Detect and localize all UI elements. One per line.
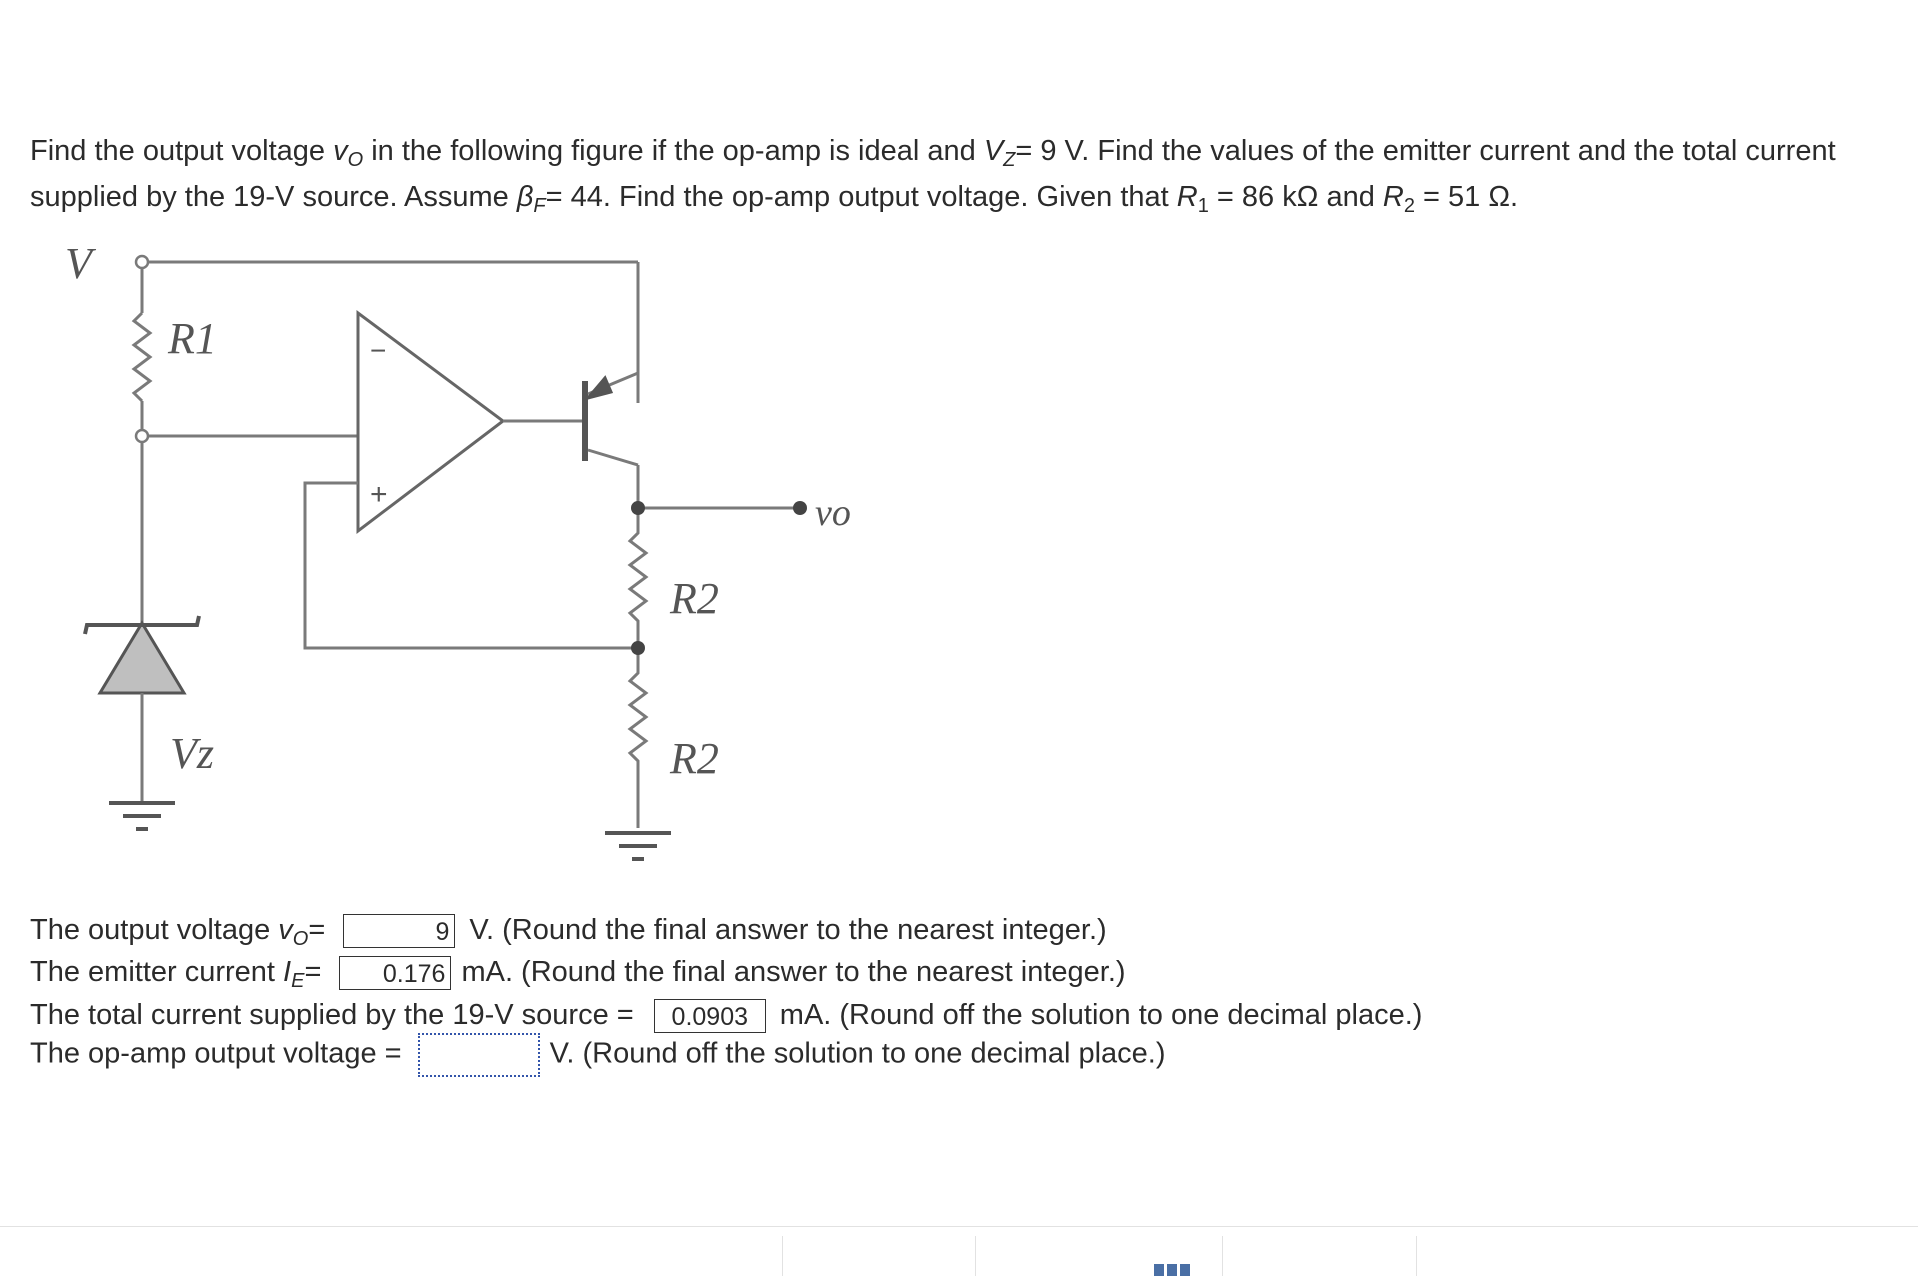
symbol-R: R: [1176, 181, 1198, 213]
label-r2-lower: R2: [669, 734, 719, 783]
circuit-diagram: V R1 R2 R2 Vz vo − +: [65, 239, 851, 861]
answer-instruction: mA. (Round off the solution to one decim…: [779, 999, 1423, 1031]
node-r2: [631, 641, 645, 655]
subscript-e: E: [291, 970, 305, 992]
subscript-z: Z: [1003, 149, 1016, 171]
resistor-r2-upper: [627, 508, 649, 648]
label-v: V: [65, 239, 97, 288]
divider: [782, 1236, 783, 1276]
subscript-f: F: [533, 195, 546, 217]
answer-instruction: mA. (Round the final answer to the neare…: [461, 956, 1126, 988]
equals-sign: =: [304, 956, 322, 988]
symbol-v: v: [278, 914, 293, 946]
answer-instruction: V. (Round off the solution to one decima…: [549, 1037, 1166, 1070]
footer-divider: [0, 1226, 1918, 1227]
label-plus: +: [370, 478, 388, 511]
problem-text: = 86 kΩ and: [1208, 181, 1383, 213]
answer-row-emitter-current: The emitter current IE= 0.176 mA. (Round …: [30, 952, 1126, 992]
wire-feedback: [303, 481, 638, 650]
answer-label: The total current supplied by the 19-V s…: [30, 999, 634, 1031]
grid-icon[interactable]: [1154, 1264, 1190, 1276]
transistor-emitter: [587, 448, 639, 467]
divider: [1222, 1236, 1223, 1276]
problem-text: = 51 Ω.: [1414, 181, 1519, 213]
symbol-V: V: [983, 135, 1004, 167]
subscript-o: O: [347, 149, 364, 171]
subscript-1: 1: [1197, 195, 1209, 217]
answer-row-total-current: The total current supplied by the 19-V s…: [30, 995, 1422, 1035]
symbol-v: v: [333, 135, 348, 167]
ground-symbol: [109, 801, 175, 831]
emitter-current-input[interactable]: 0.176: [339, 956, 452, 991]
opamp-voltage-input[interactable]: [417, 1033, 540, 1077]
label-r1: R1: [167, 314, 217, 363]
answer-label: The output voltage: [30, 914, 279, 946]
zener-diode: [97, 620, 187, 695]
node-emitter: [631, 501, 645, 515]
problem-text: = 9 V. Find the values of the emitter cu…: [30, 135, 1836, 213]
problem-text: = 44. Find the op-amp output voltage. Gi…: [545, 181, 1177, 213]
answer-row-output-voltage: The output voltage vO= 9 V. (Round the fi…: [30, 910, 1107, 950]
resistor-r2-lower: [627, 648, 649, 828]
bottom-navigation: [0, 1236, 1918, 1276]
op-amp: [356, 310, 506, 535]
symbol-R: R: [1382, 181, 1404, 213]
total-current-input[interactable]: 0.0903: [653, 999, 766, 1034]
label-r2-upper: R2: [669, 574, 719, 623]
answer-instruction: V. (Round the final answer to the neares…: [469, 914, 1107, 946]
divider: [975, 1236, 976, 1276]
transistor-arrow: [583, 375, 614, 401]
terminal-v: [134, 254, 150, 270]
symbol-beta: β: [516, 181, 534, 213]
answer-label: The emitter current: [30, 956, 284, 988]
problem-text: Find the output voltage: [30, 135, 334, 167]
label-vo: vo: [815, 492, 851, 534]
subscript-2: 2: [1403, 195, 1415, 217]
ground-symbol: [605, 831, 671, 861]
problem-text: in the following figure if the op-amp is…: [363, 135, 984, 167]
label-vz: Vz: [170, 729, 214, 778]
node-r1: [134, 428, 150, 444]
answer-label: The op-amp output voltage =: [30, 1037, 402, 1070]
resistor-r1: [131, 311, 153, 403]
answer-row-opamp-voltage: The op-amp output voltage = V. (Round of…: [30, 1033, 1166, 1077]
label-minus: −: [370, 335, 386, 366]
output-voltage-input[interactable]: 9: [343, 914, 456, 949]
zener-bar: [83, 615, 201, 635]
equals-sign: =: [308, 914, 326, 946]
divider: [1416, 1236, 1417, 1276]
symbol-i: I: [283, 956, 292, 988]
problem-statement: Find the output voltage vO in the follow…: [30, 128, 1890, 220]
subscript-o: O: [292, 928, 309, 950]
terminal-vo: [793, 501, 807, 515]
